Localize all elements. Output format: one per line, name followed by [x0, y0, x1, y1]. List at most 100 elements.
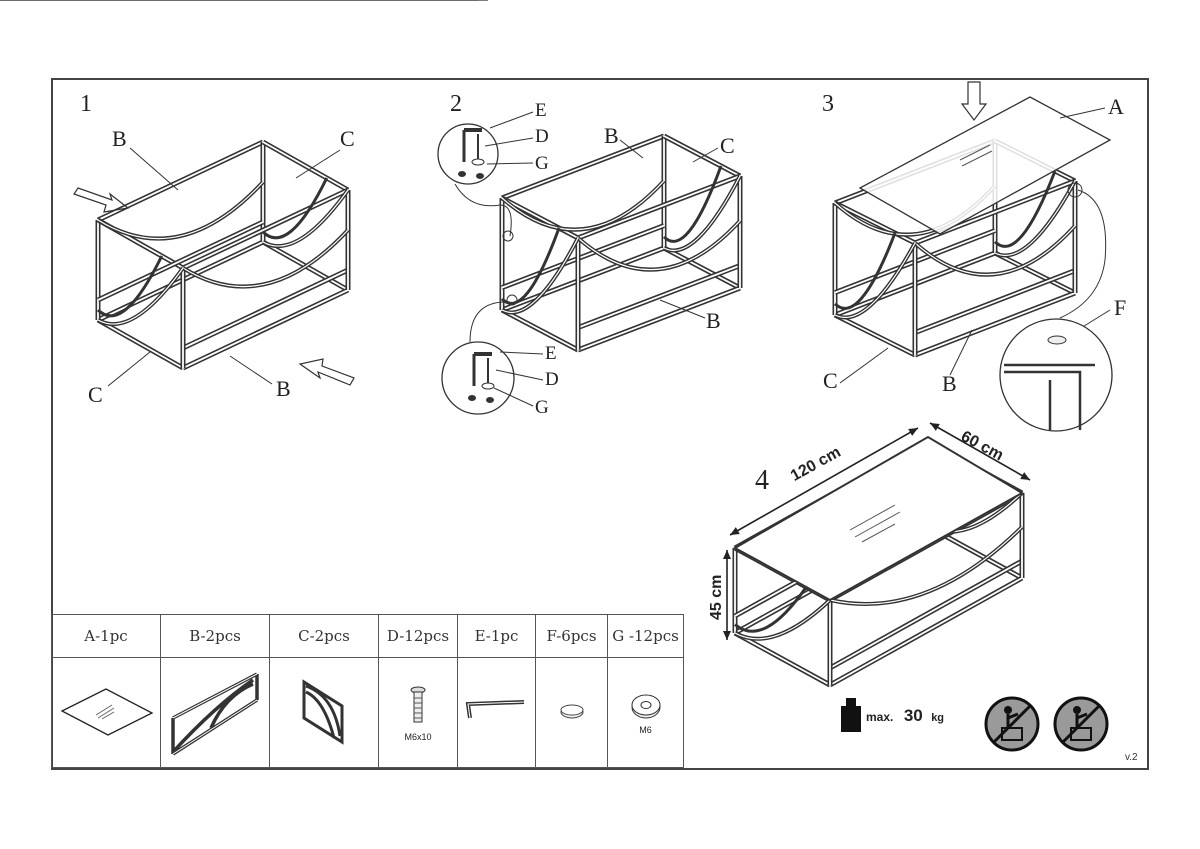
part-header: A-1pc — [51, 614, 161, 658]
dimension-arrow-width-head — [1020, 472, 1030, 480]
frame-tube — [663, 135, 741, 177]
callout-connector — [1059, 189, 1107, 319]
decorative-arc — [182, 229, 349, 288]
detail-callout-circle — [441, 341, 515, 415]
leader-line — [484, 137, 534, 147]
frame-tube — [829, 560, 1023, 669]
decorative-arc — [662, 165, 723, 243]
part-cell — [269, 657, 379, 768]
frame-tube — [914, 269, 1076, 334]
weight-icon — [841, 706, 861, 732]
part-label-b: B — [112, 126, 127, 151]
decorative-arc — [994, 180, 1076, 257]
pad-icon — [560, 704, 583, 718]
glass-top-icon — [60, 687, 154, 736]
part-label-b: B — [942, 371, 957, 396]
step-number: 1 — [80, 91, 92, 117]
dimension-arrow-height-head — [723, 550, 731, 559]
step-number: 4 — [755, 465, 769, 496]
down-arrow-icon — [960, 81, 988, 121]
frame-tube — [994, 252, 1076, 294]
frame-tube — [97, 319, 184, 369]
long-side-frame-icon — [171, 671, 259, 755]
frame-tube — [182, 189, 349, 269]
decorative-arc — [834, 242, 916, 319]
glass-top — [732, 435, 1025, 602]
decorative-arc — [261, 177, 329, 240]
part-cell — [457, 657, 536, 768]
weight-icon — [846, 698, 856, 706]
max-load-unit: kg — [931, 712, 945, 724]
leader-line — [619, 139, 644, 159]
no-standing-icon-figure — [1073, 706, 1081, 714]
part-label-c: C — [720, 133, 735, 158]
max-load-prefix: max. — [866, 710, 894, 724]
part-label-c: C — [88, 382, 103, 407]
no-standing-icon-slash — [1061, 704, 1101, 744]
leader-line — [295, 149, 341, 179]
callout-marker — [506, 294, 518, 306]
bolt-icon — [486, 397, 494, 403]
frame-tube — [97, 221, 264, 301]
part-label-g: G — [535, 397, 549, 418]
frame-tube — [182, 289, 349, 369]
frame-tube — [97, 141, 264, 221]
leader-line — [489, 111, 534, 129]
leader-line — [692, 147, 719, 163]
bolt-icon — [468, 395, 476, 401]
leader-line — [1059, 107, 1106, 119]
leader-line — [495, 369, 544, 381]
version-label: v.2 — [1125, 752, 1138, 763]
washer-icon — [631, 694, 660, 718]
dimension-arrow-height-head — [723, 631, 731, 640]
part-header: D-12pcs — [378, 614, 458, 658]
frame-tube — [501, 224, 665, 289]
frame-tube — [829, 577, 1023, 686]
part-label-d: D — [545, 369, 559, 390]
dimension-height: 45 cm — [708, 574, 725, 620]
bolt-icon — [476, 173, 484, 179]
frame-tube — [501, 135, 665, 199]
decorative-arc — [734, 599, 831, 640]
part-label-c: C — [823, 368, 838, 393]
glass-reflection — [959, 144, 993, 167]
leader-line — [493, 387, 534, 407]
part-label-g: G — [535, 153, 549, 174]
part-label-b: B — [604, 123, 619, 148]
bolt-spec: M6x10 — [404, 731, 432, 742]
insert-arrow-icon — [73, 187, 130, 213]
part-cell: M6 — [607, 657, 684, 768]
bolt-icon — [410, 686, 426, 722]
part-cell — [51, 657, 161, 768]
frame-corner-detail — [1004, 363, 1095, 430]
detail-callout-circle — [999, 318, 1113, 432]
callout-connector — [454, 183, 512, 237]
part-header: B-2pcs — [160, 614, 270, 658]
part-header: E-1pc — [457, 614, 536, 658]
allen-key-icon — [465, 699, 524, 718]
frame-tube — [734, 632, 831, 686]
leader-line — [839, 347, 889, 384]
no-standing-icon-figure — [1075, 712, 1088, 728]
dimension-arrow-length-head — [730, 527, 740, 535]
leader-line — [107, 351, 151, 387]
part-label-b: B — [706, 308, 721, 333]
washer-spec: M6 — [639, 724, 652, 735]
leader-line — [949, 329, 973, 376]
part-cell — [160, 657, 270, 768]
decorative-arc — [914, 225, 1076, 276]
decorative-arc — [97, 267, 184, 325]
max-load-label: max. 30 kg — [866, 706, 944, 726]
frame-tube — [262, 141, 349, 191]
dimension-arrow-length-head — [908, 428, 918, 436]
leader-line — [129, 147, 179, 191]
part-label-e: E — [545, 343, 557, 364]
glass-reflection — [849, 504, 901, 543]
part-label-e: E — [535, 100, 547, 121]
page-frame — [51, 78, 1149, 770]
short-side-frame-icon — [302, 678, 344, 745]
part-header: F-6pcs — [535, 614, 608, 658]
frame-tube — [577, 264, 741, 329]
